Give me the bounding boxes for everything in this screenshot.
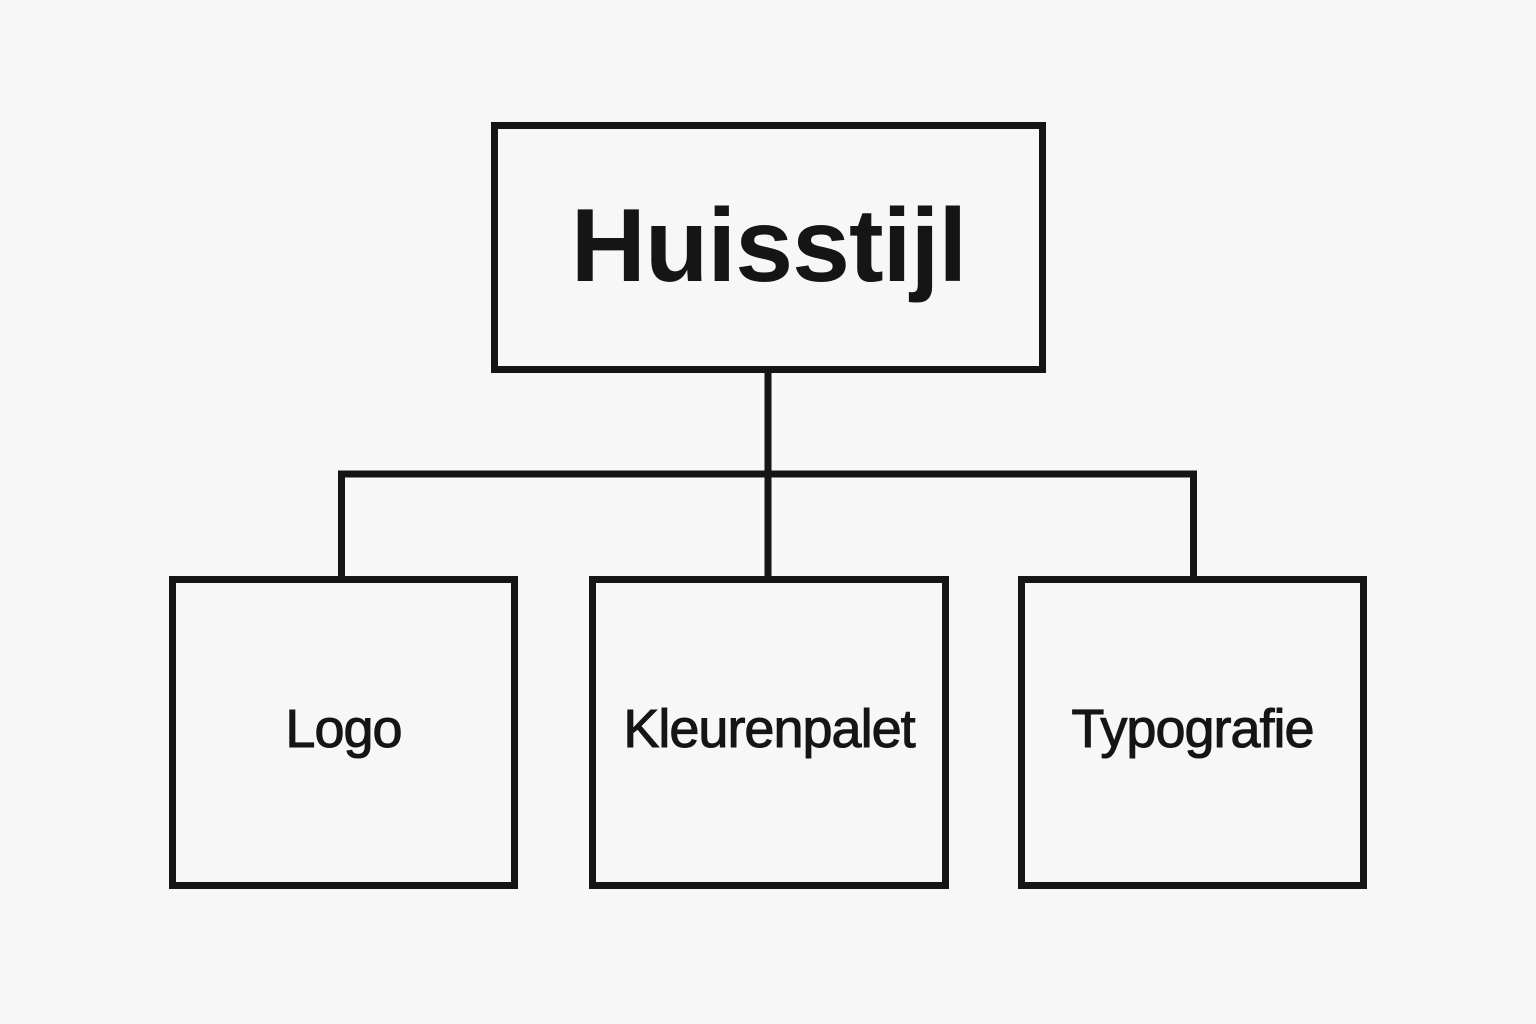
root-node-label: Huisstijl [570,187,968,304]
child-node-label: Logo [285,698,403,759]
child-node-typografie: Typografie [1018,576,1367,889]
child-node-label: Kleurenpalet [623,698,916,759]
connector-lines [338,372,1197,577]
child-node-label: Typografie [1071,698,1315,759]
child-node-logo: Logo [169,576,518,889]
child-node-kleurenpalet: Kleurenpalet [589,576,949,889]
root-node: Huisstijl [491,122,1046,373]
